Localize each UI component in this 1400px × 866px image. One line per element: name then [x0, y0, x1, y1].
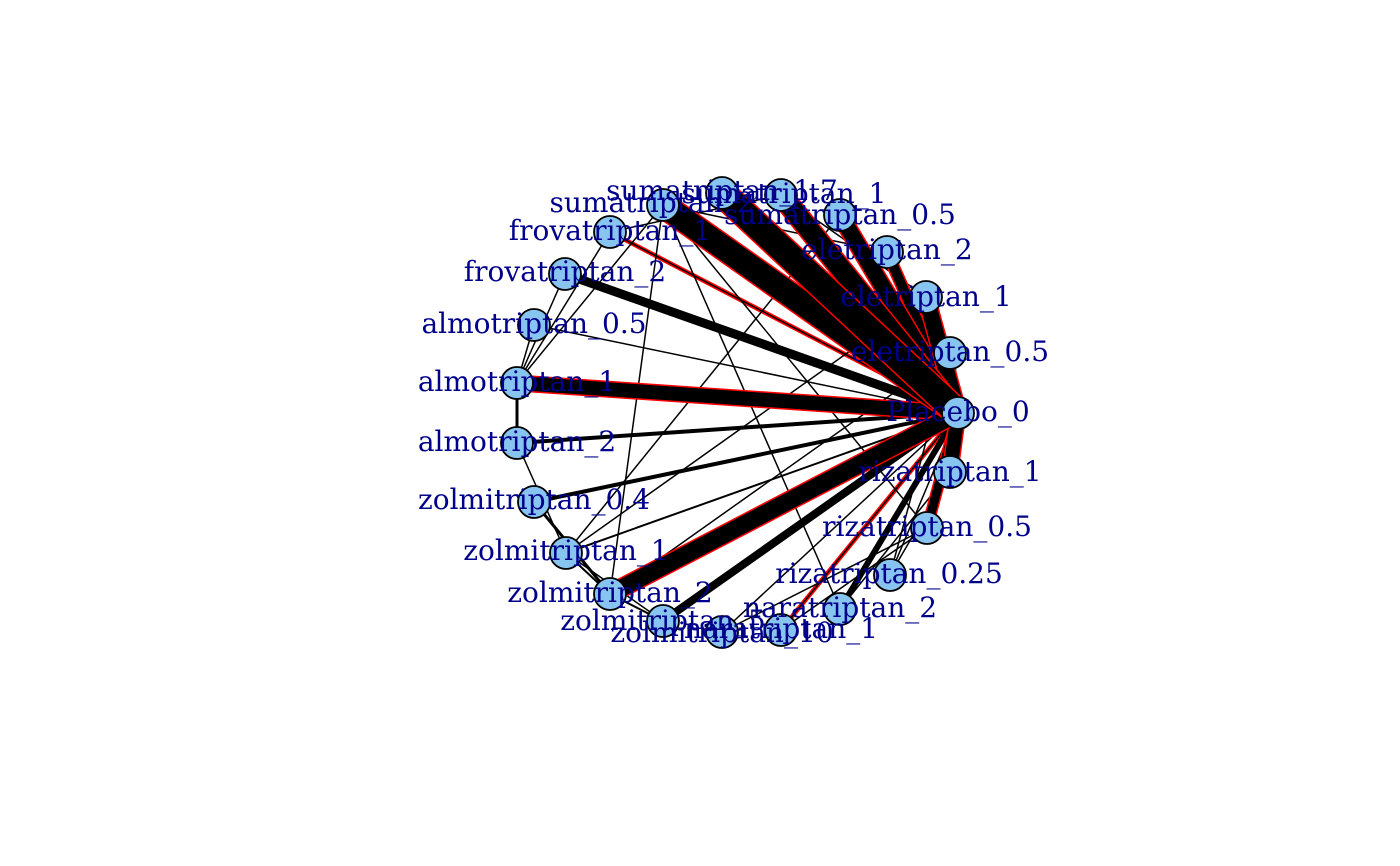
- node-label-zolm04: zolmitriptan_0.4: [418, 483, 650, 516]
- edge-placebo-suma17: [712, 182, 968, 424]
- node-zolm1: [549, 536, 583, 570]
- node-suma1: [764, 178, 798, 212]
- node-label-zolm10: zolmitriptan_10: [610, 616, 833, 649]
- node-label-zolm5: zolmitriptan_5: [560, 604, 765, 637]
- node-label-almo05: almotriptan_0.5: [421, 307, 646, 340]
- node-ele2: [870, 235, 904, 269]
- node-label-ele05: eletriptan_0.5: [851, 335, 1049, 368]
- node-nara1: [764, 613, 798, 647]
- node-zolm04: [517, 485, 551, 519]
- node-frova1: [593, 215, 627, 249]
- edge-line: [662, 204, 928, 529]
- edge-placebo-nara2: [837, 411, 961, 611]
- node-zolm10: [705, 615, 739, 649]
- edge-line: [713, 183, 967, 423]
- node-label-nara1: naratriptan_1: [684, 612, 878, 645]
- edge-line: [721, 412, 959, 633]
- node-almo05: [517, 308, 551, 342]
- node-suma2: [646, 188, 680, 222]
- node-suma17: [705, 176, 739, 210]
- edge-line: [780, 412, 959, 631]
- node-almo1: [500, 366, 534, 400]
- edge-placebo-nara1: [779, 411, 960, 632]
- edge-riza05-suma2: [662, 204, 928, 529]
- edge-placebo-zolm2: [605, 404, 963, 603]
- node-suma05: [823, 198, 857, 232]
- edge-line: [516, 376, 959, 420]
- node-label-almo1: almotriptan_1: [418, 365, 616, 398]
- node-zolm2: [593, 577, 627, 611]
- node-label-ele1: eletriptan_1: [840, 280, 1011, 313]
- node-label-suma05: sumatriptan_0.5: [724, 198, 956, 231]
- edge-almo1-frova1: [516, 231, 611, 384]
- node-label-zolm1: zolmitriptan_1: [463, 534, 668, 567]
- edge-line: [837, 411, 961, 611]
- edge-zolm10-riza05: [721, 527, 928, 633]
- label-layer: Placebo_0 rizatriptan_1 rizatriptan_0.5riz…: [418, 174, 1049, 649]
- edge-line: [563, 269, 960, 418]
- node-label-placebo: Placebo_0: [886, 395, 1029, 428]
- node-label-riza025: rizatriptan_0.25: [775, 557, 1003, 590]
- edge-nara1-riza05: [780, 527, 928, 631]
- node-label-frova1: frovatriptan_1: [509, 214, 711, 247]
- edge-line: [516, 231, 611, 384]
- node-label-ele2: eletriptan_2: [801, 233, 972, 266]
- node-label-suma2: sumatriptan_2: [550, 186, 755, 219]
- edge-line: [721, 527, 928, 633]
- edge-placebo-almo1: [516, 374, 959, 422]
- edge-almo1-suma2: [516, 204, 664, 384]
- node-riza1: [933, 455, 967, 489]
- edge-line: [516, 204, 664, 384]
- edge-line: [516, 411, 959, 445]
- node-riza025: [873, 558, 907, 592]
- node-nara2: [823, 592, 857, 626]
- node-almo2: [500, 426, 534, 460]
- node-zolm5: [646, 604, 680, 638]
- node-label-riza05: rizatriptan_0.5: [822, 510, 1032, 543]
- node-placebo: [941, 396, 975, 430]
- node-label-almo2: almotriptan_2: [418, 425, 616, 458]
- node-ele05: [933, 336, 967, 370]
- node-ele1: [909, 280, 943, 314]
- edge-placebo-zolm04: [533, 411, 959, 504]
- edge-placebo-almo2: [516, 411, 959, 445]
- node-label-riza1: rizatriptan_1: [858, 455, 1041, 488]
- node-riza05: [910, 511, 944, 545]
- edge-placebo-frova2: [563, 269, 960, 418]
- edge-placebo-zolm10: [721, 412, 959, 633]
- node-label-suma1: sumatriptan_1: [682, 177, 887, 210]
- edge-line: [606, 405, 962, 602]
- edge-line: [533, 411, 959, 504]
- node-label-zolm2: zolmitriptan_2: [507, 576, 712, 609]
- edge-line: [780, 527, 928, 631]
- node-frova2: [548, 257, 582, 291]
- node-label-nara2: naratriptan_2: [743, 591, 937, 624]
- node-layer: [500, 176, 975, 649]
- node-label-suma17: sumatriptan_1.7: [606, 174, 838, 207]
- node-label-frova2: frovatriptan_2: [464, 255, 666, 288]
